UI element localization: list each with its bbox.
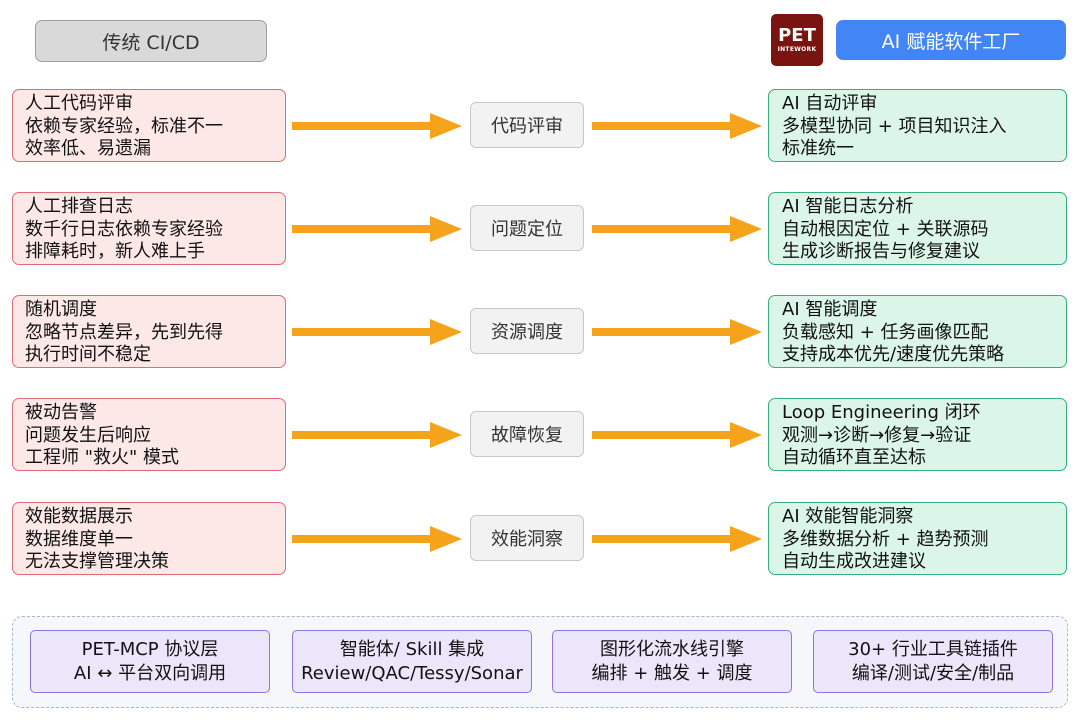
ai-box: Loop Engineering 闭环 观测→诊断→修复→验证 自动循环直至达标: [768, 398, 1067, 471]
traditional-detail: 依赖专家经验，标准不一: [25, 115, 223, 137]
arrow-right-icon: [292, 526, 462, 552]
ai-detail: 负载感知 + 任务画像匹配: [782, 321, 989, 343]
capability-title: PET-MCP 协议层: [81, 638, 219, 660]
traditional-box: 被动告警 问题发生后响应 工程师 "救火" 模式: [12, 398, 286, 471]
arrow-right-icon: [592, 216, 762, 242]
arrow-right-icon: [592, 113, 762, 139]
ai-box: AI 智能日志分析 自动根因定位 + 关联源码 生成诊断报告与修复建议: [768, 192, 1067, 265]
traditional-detail: 工程师 "救火" 模式: [25, 447, 180, 468]
ai-box: AI 效能智能洞察 多维数据分析 + 趋势预测 自动生成改进建议: [768, 502, 1067, 575]
stage-label: 故障恢复: [470, 411, 584, 457]
traditional-box: 随机调度 忽略节点差异，先到先得 执行时间不稳定: [12, 295, 286, 368]
ai-detail: 观测→诊断→修复→验证: [782, 424, 972, 446]
comparison-row-code-review: 人工代码评审 依赖专家经验，标准不一 效率低、易遗漏 代码评审 AI 自动评审 …: [0, 89, 1080, 164]
ai-title: AI 智能调度: [782, 299, 878, 320]
comparison-row-fault-recovery: 被动告警 问题发生后响应 工程师 "救火" 模式 故障恢复 Loop Engin…: [0, 398, 1080, 473]
ai-title: AI 智能日志分析: [782, 196, 914, 217]
capability-title: 智能体/ Skill 集成: [339, 638, 485, 660]
ai-title: Loop Engineering 闭环: [782, 402, 981, 423]
traditional-detail: 问题发生后响应: [25, 424, 151, 446]
stage-label: 问题定位: [470, 205, 584, 251]
ai-detail: 标准统一: [782, 138, 854, 159]
ai-detail: 支持成本优先/速度优先策略: [782, 344, 1005, 365]
logo-sub-text: INTEWORK: [777, 46, 817, 53]
traditional-detail: 无法支撑管理决策: [25, 551, 169, 572]
arrow-right-icon: [592, 526, 762, 552]
traditional-box: 人工排查日志 数千行日志依赖专家经验 排障耗时，新人难上手: [12, 192, 286, 265]
capability-detail: 编译/测试/安全/制品: [851, 662, 1015, 684]
capability-agent-skill: 智能体/ Skill 集成 Review/QAC/Tessy/Sonar: [292, 630, 532, 693]
capability-detail: AI ↔ 平台双向调用: [73, 662, 227, 684]
ai-box: AI 智能调度 负载感知 + 任务画像匹配 支持成本优先/速度优先策略: [768, 295, 1067, 368]
comparison-row-problem-location: 人工排查日志 数千行日志依赖专家经验 排障耗时，新人难上手 问题定位 AI 智能…: [0, 192, 1080, 267]
traditional-title: 效能数据展示: [25, 506, 133, 527]
ai-box: AI 自动评审 多模型协同 + 项目知识注入 标准统一: [768, 89, 1067, 162]
capability-title: 30+ 行业工具链插件: [848, 638, 1018, 660]
traditional-detail: 数据维度单一: [25, 528, 133, 550]
capability-detail: 编排 + 触发 + 调度: [591, 662, 753, 684]
ai-detail: 生成诊断报告与修复建议: [782, 241, 980, 262]
arrow-right-icon: [592, 319, 762, 345]
stage-label: 资源调度: [470, 308, 584, 354]
arrow-right-icon: [592, 422, 762, 448]
ai-title: AI 效能智能洞察: [782, 506, 914, 527]
arrow-right-icon: [292, 113, 462, 139]
capability-title: 图形化流水线引擎: [600, 638, 744, 660]
ai-detail: 自动生成改进建议: [782, 551, 926, 572]
capability-mcp-protocol: PET-MCP 协议层 AI ↔ 平台双向调用: [30, 630, 270, 693]
capability-toolchain-plugins: 30+ 行业工具链插件 编译/测试/安全/制品: [813, 630, 1053, 693]
ai-detail: 自动循环直至达标: [782, 447, 926, 468]
arrow-right-icon: [292, 216, 462, 242]
traditional-detail: 忽略节点差异，先到先得: [25, 321, 223, 343]
traditional-box: 效能数据展示 数据维度单一 无法支撑管理决策: [12, 502, 286, 575]
traditional-title: 随机调度: [25, 299, 97, 320]
ai-detail: 多维数据分析 + 趋势预测: [782, 528, 989, 550]
traditional-detail: 排障耗时，新人难上手: [25, 241, 205, 262]
capability-detail: Review/QAC/Tessy/Sonar: [301, 662, 523, 684]
traditional-title: 人工代码评审: [25, 93, 133, 114]
stage-label: 效能洞察: [470, 515, 584, 561]
traditional-box: 人工代码评审 依赖专家经验，标准不一 效率低、易遗漏: [12, 89, 286, 162]
traditional-detail: 执行时间不稳定: [25, 344, 151, 365]
arrow-right-icon: [292, 319, 462, 345]
traditional-detail: 效率低、易遗漏: [25, 138, 151, 159]
arrow-right-icon: [292, 422, 462, 448]
logo-main-text: PET: [778, 25, 816, 46]
comparison-row-efficiency-insight: 效能数据展示 数据维度单一 无法支撑管理决策 效能洞察 AI 效能智能洞察 多维…: [0, 502, 1080, 577]
traditional-title: 被动告警: [25, 402, 97, 423]
traditional-cicd-header: 传统 CI/CD: [35, 20, 267, 62]
ai-software-factory-header: AI 赋能软件工厂: [836, 20, 1066, 60]
stage-label: 代码评审: [470, 102, 584, 148]
traditional-title: 人工排查日志: [25, 196, 133, 217]
ai-detail: 多模型协同 + 项目知识注入: [782, 115, 1007, 137]
ai-detail: 自动根因定位 + 关联源码: [782, 218, 989, 240]
ai-title: AI 自动评审: [782, 93, 878, 114]
comparison-row-resource-scheduling: 随机调度 忽略节点差异，先到先得 执行时间不稳定 资源调度 AI 智能调度 负载…: [0, 295, 1080, 370]
capability-pipeline-engine: 图形化流水线引擎 编排 + 触发 + 调度: [552, 630, 792, 693]
traditional-detail: 数千行日志依赖专家经验: [25, 218, 223, 240]
pet-logo: PET INTEWORK: [771, 14, 823, 66]
